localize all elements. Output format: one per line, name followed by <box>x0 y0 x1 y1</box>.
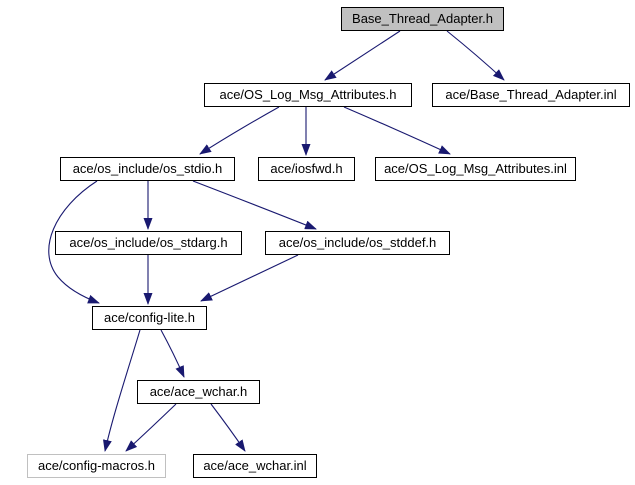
edge-attributes-to-attributes-inl <box>343 106 451 155</box>
edge-root-to-os-log-msg-attributes-h <box>324 30 401 81</box>
edge-os-stdio-to-config-lite <box>48 180 100 304</box>
node-config-lite-h[interactable]: ace/config-lite.h <box>92 306 207 330</box>
node-os-log-msg-attributes-h[interactable]: ace/OS_Log_Msg_Attributes.h <box>204 83 412 107</box>
edge-root-to-base-thread-adapter-inl <box>446 30 505 81</box>
edge-config-lite-to-config-macros <box>102 329 141 452</box>
edge-os-stddef-to-config-lite <box>200 254 299 302</box>
node-os-stddef-h[interactable]: ace/os_include/os_stddef.h <box>265 231 450 255</box>
edge-ace-wchar-h-to-ace-wchar-inl <box>210 403 246 452</box>
node-base-thread-adapter-h: Base_Thread_Adapter.h <box>341 7 504 31</box>
node-iosfwd-h[interactable]: ace/iosfwd.h <box>258 157 355 181</box>
node-os-stdio-h[interactable]: ace/os_include/os_stdio.h <box>60 157 235 181</box>
edge-attributes-to-os-stdio <box>199 106 280 155</box>
node-config-macros-h[interactable]: ace/config-macros.h <box>27 454 166 478</box>
node-os-log-msg-attributes-inl[interactable]: ace/OS_Log_Msg_Attributes.inl <box>375 157 576 181</box>
node-ace-wchar-inl[interactable]: ace/ace_wchar.inl <box>193 454 317 478</box>
edge-ace-wchar-h-to-config-macros <box>125 403 177 452</box>
node-os-stdarg-h[interactable]: ace/os_include/os_stdarg.h <box>55 231 242 255</box>
edge-os-stdio-to-os-stddef <box>192 180 317 230</box>
node-base-thread-adapter-inl[interactable]: ace/Base_Thread_Adapter.inl <box>432 83 630 107</box>
node-ace-wchar-h[interactable]: ace/ace_wchar.h <box>137 380 260 404</box>
edge-config-lite-to-ace-wchar-h <box>160 329 185 378</box>
